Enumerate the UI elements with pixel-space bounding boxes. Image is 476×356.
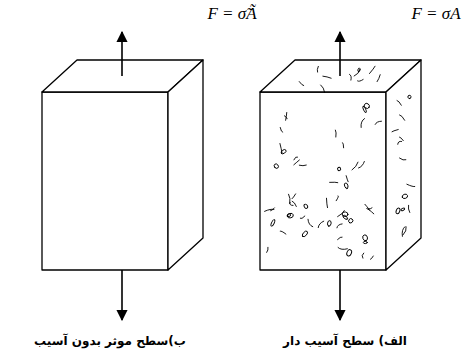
figure-caption: الف) سطح آسیب دار bbox=[283, 334, 407, 348]
figure-caption: ب)سطح موثر بدون آسیب bbox=[34, 334, 186, 348]
force-formula: F = σA bbox=[411, 4, 460, 24]
damaged-cube bbox=[260, 60, 421, 270]
undamaged-cube bbox=[42, 60, 203, 270]
crack-texture bbox=[265, 66, 415, 259]
force-formula: F = σ̃Ã bbox=[207, 4, 256, 24]
force-arrows bbox=[122, 32, 340, 320]
